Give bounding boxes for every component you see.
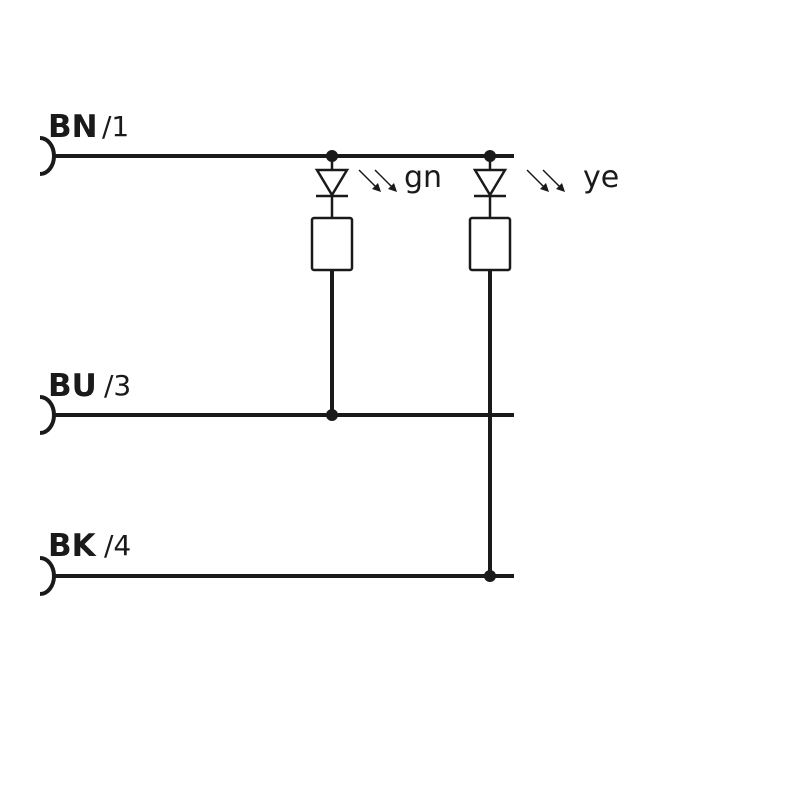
led-triangle-icon [472, 168, 508, 198]
resistor-box [310, 216, 354, 272]
terminal-bn-code: BN [48, 109, 98, 145]
led-branch-gn: gn [310, 150, 442, 421]
led-branch-ye: ye [468, 150, 619, 582]
terminal-bu-code: BU [48, 368, 97, 404]
light-emission-icon [526, 169, 565, 192]
junction-dot [484, 570, 496, 582]
led-triangle-icon [314, 168, 350, 198]
terminal-bk-code: BK [48, 528, 97, 564]
led-color-label: gn [404, 160, 442, 195]
terminal-bk-pin: /4 [104, 529, 131, 562]
light-emission-icon [358, 169, 397, 192]
resistor-box [468, 216, 512, 272]
junction-dot [326, 409, 338, 421]
terminal-bu-pin: /3 [104, 369, 131, 402]
terminal-bn-pin: /1 [102, 110, 129, 143]
led-color-label: ye [583, 160, 619, 195]
